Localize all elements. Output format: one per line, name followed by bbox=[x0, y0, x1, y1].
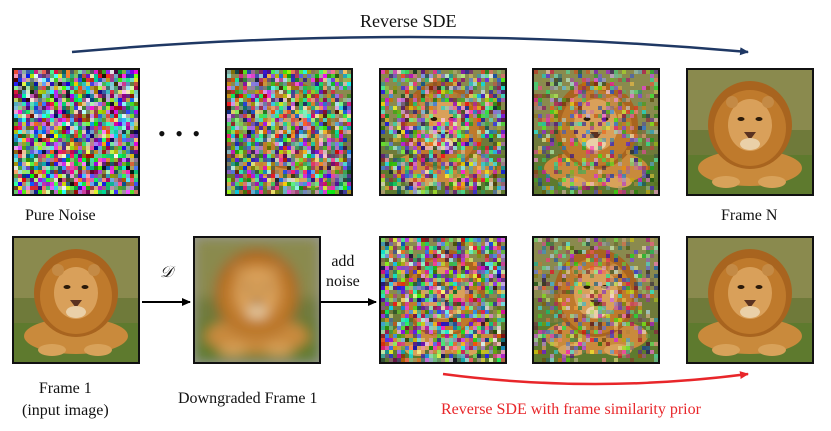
add-noise-line1: add bbox=[331, 253, 355, 270]
noise-overlay bbox=[14, 70, 138, 194]
pure-noise-image bbox=[12, 68, 140, 196]
add-noise-label: add noise bbox=[326, 252, 360, 292]
reverse-sde-arrow bbox=[71, 35, 749, 56]
add-noise-line2: noise bbox=[326, 273, 360, 290]
bottom-arrow-label: Reverse SDE with frame similarity prior bbox=[441, 401, 701, 418]
frame-1-label: Frame 1 (input image) bbox=[22, 378, 109, 422]
noised-downgraded-image bbox=[379, 236, 507, 364]
frame-n-image bbox=[686, 68, 814, 196]
noise-overlay bbox=[227, 70, 351, 194]
noisy-step-2-image bbox=[379, 68, 507, 196]
ellipsis-dots: • • • bbox=[158, 121, 203, 146]
frame-1-image bbox=[12, 236, 140, 364]
noisy-step-3-image bbox=[532, 68, 660, 196]
downgraded-frame-1-image bbox=[193, 236, 321, 364]
denoising-step-image bbox=[532, 236, 660, 364]
frame-1-label-line2: (input image) bbox=[22, 402, 109, 419]
output-frame-image bbox=[686, 236, 814, 364]
frame-similarity-arrow bbox=[442, 371, 749, 386]
noise-overlay bbox=[534, 70, 658, 194]
frame-1-label-line1: Frame 1 bbox=[38, 380, 92, 397]
noise-overlay bbox=[381, 238, 505, 362]
degrade-operator-label: 𝒟 bbox=[160, 264, 173, 281]
noise-overlay bbox=[381, 70, 505, 194]
noise-overlay bbox=[534, 238, 658, 362]
downgraded-frame-label: Downgraded Frame 1 bbox=[178, 390, 318, 407]
pure-noise-label: Pure Noise bbox=[25, 207, 96, 224]
frame-n-label: Frame N bbox=[721, 207, 778, 224]
noisy-step-1-image bbox=[225, 68, 353, 196]
top-arrow-label: Reverse SDE bbox=[360, 11, 457, 31]
